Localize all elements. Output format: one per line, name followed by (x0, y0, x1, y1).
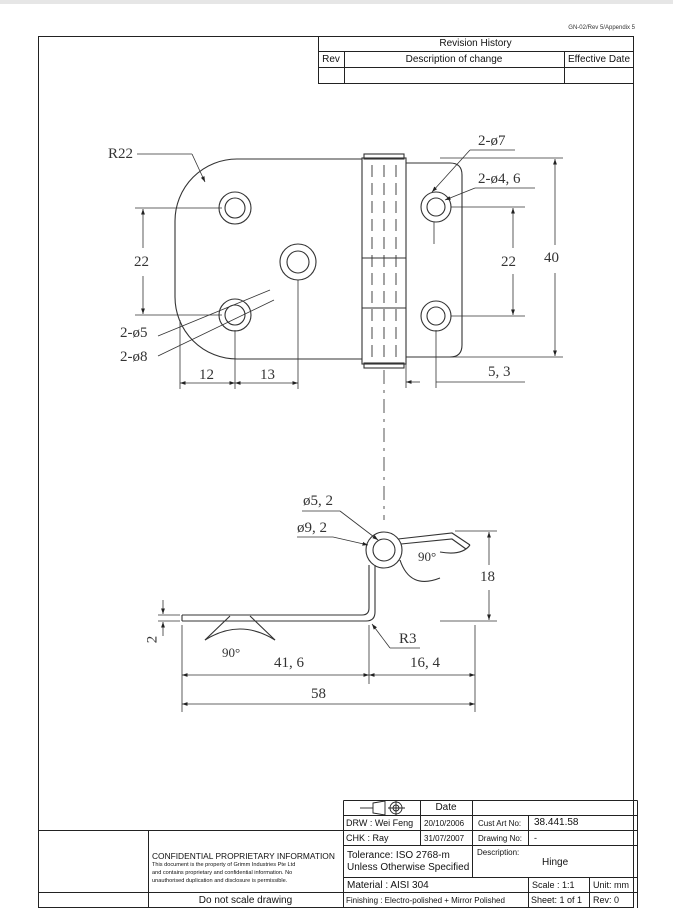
hole-inner-bottom-right (426, 306, 446, 326)
dim-18: 18 (480, 569, 495, 585)
dim-angle-top: 90° (418, 549, 437, 564)
drawing-no-value: - (534, 833, 537, 843)
tolerance-unless: Unless Otherwise Specified (347, 862, 470, 873)
dim-12: 12 (199, 367, 214, 383)
hole-inner-top-right (426, 197, 446, 217)
dim-16-4: 16, 4 (410, 655, 440, 671)
dim-2-d46: 2-ø4, 6 (478, 171, 521, 187)
sheet: Sheet: 1 of 1 (531, 895, 583, 905)
description-label: Description: (477, 848, 520, 857)
description-value: Hinge (542, 857, 569, 868)
left-plate-outline (174, 158, 362, 360)
dim-41-6: 41, 6 (274, 655, 304, 671)
revision-col-date: Effective Date (567, 54, 631, 65)
knuckle-inner-circle (372, 538, 396, 562)
checked-by: CHK : Ray (346, 833, 389, 843)
drawn-date: 20/10/2006 (424, 819, 465, 828)
dim-13: 13 (260, 367, 275, 383)
hole-inner-center (286, 250, 310, 274)
top-strip (0, 0, 673, 4)
dim-58: 58 (311, 686, 326, 702)
scale: Scale : 1:1 (532, 880, 575, 890)
material: Material : AISI 304 (347, 880, 429, 891)
date-header: Date (435, 802, 457, 813)
hinge-top-view (174, 153, 463, 369)
checked-date: 31/07/2007 (424, 834, 465, 843)
tolerance: Tolerance: ISO 2768-m (347, 850, 450, 861)
confidential-line-3: unauthorised duplication and disclosure … (152, 878, 288, 884)
confidential-title: CONFIDENTIAL PROPRIETARY INFORMATION (152, 851, 335, 861)
dim-22-right: 22 (501, 254, 516, 270)
revision-history-title: Revision History (439, 38, 512, 49)
projection-symbol (360, 800, 405, 816)
cust-art-label: Cust Art No: (478, 819, 522, 828)
unit: Unit: mm (593, 880, 629, 890)
knuckle (361, 157, 407, 365)
dim-r22: R22 (108, 146, 134, 162)
finishing: Finishing : Electro-polished + Mirror Po… (346, 896, 505, 905)
dim-2-d8: 2-ø8 (120, 349, 148, 365)
dim-2-d5: 2-ø5 (120, 325, 148, 341)
confidential-line-2: and contains proprietary and confidentia… (152, 870, 293, 876)
dim-22-left: 22 (134, 254, 149, 270)
no-scale-note: Do not scale drawing (198, 895, 293, 906)
revision-col-rev: Rev (322, 54, 340, 65)
dim-angle-bottom: 90° (222, 645, 241, 660)
cust-art-value: 38.441.58 (534, 817, 579, 828)
dim-d5-2: ø5, 2 (303, 493, 333, 509)
document-reference: GN-02/Rev 5/Appendix 5 (568, 25, 635, 31)
hole-inner-bottom-left (224, 304, 246, 326)
dim-r3: R3 (399, 631, 417, 647)
dim-40: 40 (544, 250, 559, 266)
revision-col-description: Description of change (405, 54, 503, 65)
knuckle-outer-circle (365, 531, 403, 569)
dim-2-d7: 2-ø7 (478, 133, 506, 149)
dim-5-3: 5, 3 (488, 364, 511, 380)
dim-d9-2: ø9, 2 (297, 520, 327, 536)
revision-number: Rev: 0 (593, 895, 620, 905)
drawing-no-label: Drawing No: (478, 834, 523, 843)
hole-inner-top-left (224, 197, 246, 219)
confidential-line-1: This document is the property of Grimm I… (152, 862, 296, 868)
drawn-by: DRW : Wei Feng (346, 818, 414, 828)
hinge-side-view (181, 531, 471, 641)
right-plate-outline (406, 162, 463, 358)
